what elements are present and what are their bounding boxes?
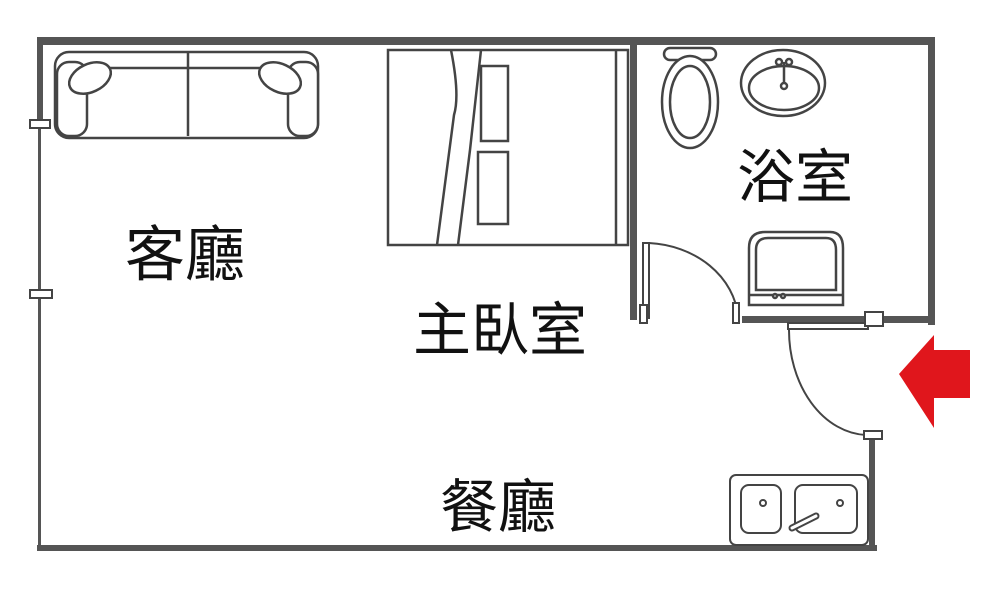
bath-bottom-wall [742, 316, 935, 323]
window-markers [29, 119, 53, 299]
entry-door[interactable] [787, 311, 884, 440]
bathtub-icon [747, 230, 845, 307]
kitchen-sink-icon [729, 474, 869, 546]
bath-right-wall [928, 37, 935, 325]
room-label-living-room: 客廳 [125, 220, 245, 291]
top-wall [37, 37, 935, 45]
toilet-icon [660, 46, 720, 150]
walls [37, 37, 935, 551]
bed-icon [386, 48, 630, 247]
bottom-wall [37, 545, 877, 551]
bath-left-wall [630, 45, 637, 320]
room-label-bathroom: 浴室 [736, 143, 854, 211]
bathroom-door[interactable] [639, 242, 740, 324]
entrance-arrow-icon [899, 335, 970, 428]
sofa-icon [53, 50, 320, 140]
left-wall-upper [37, 37, 43, 119]
room-label-dining-room: 餐廳 [439, 473, 557, 541]
right-lower-wall [869, 437, 875, 551]
left-wall-thin [38, 119, 41, 549]
room-label-master-bedroom: 主臥室 [412, 296, 588, 364]
washbasin-icon [739, 48, 827, 118]
